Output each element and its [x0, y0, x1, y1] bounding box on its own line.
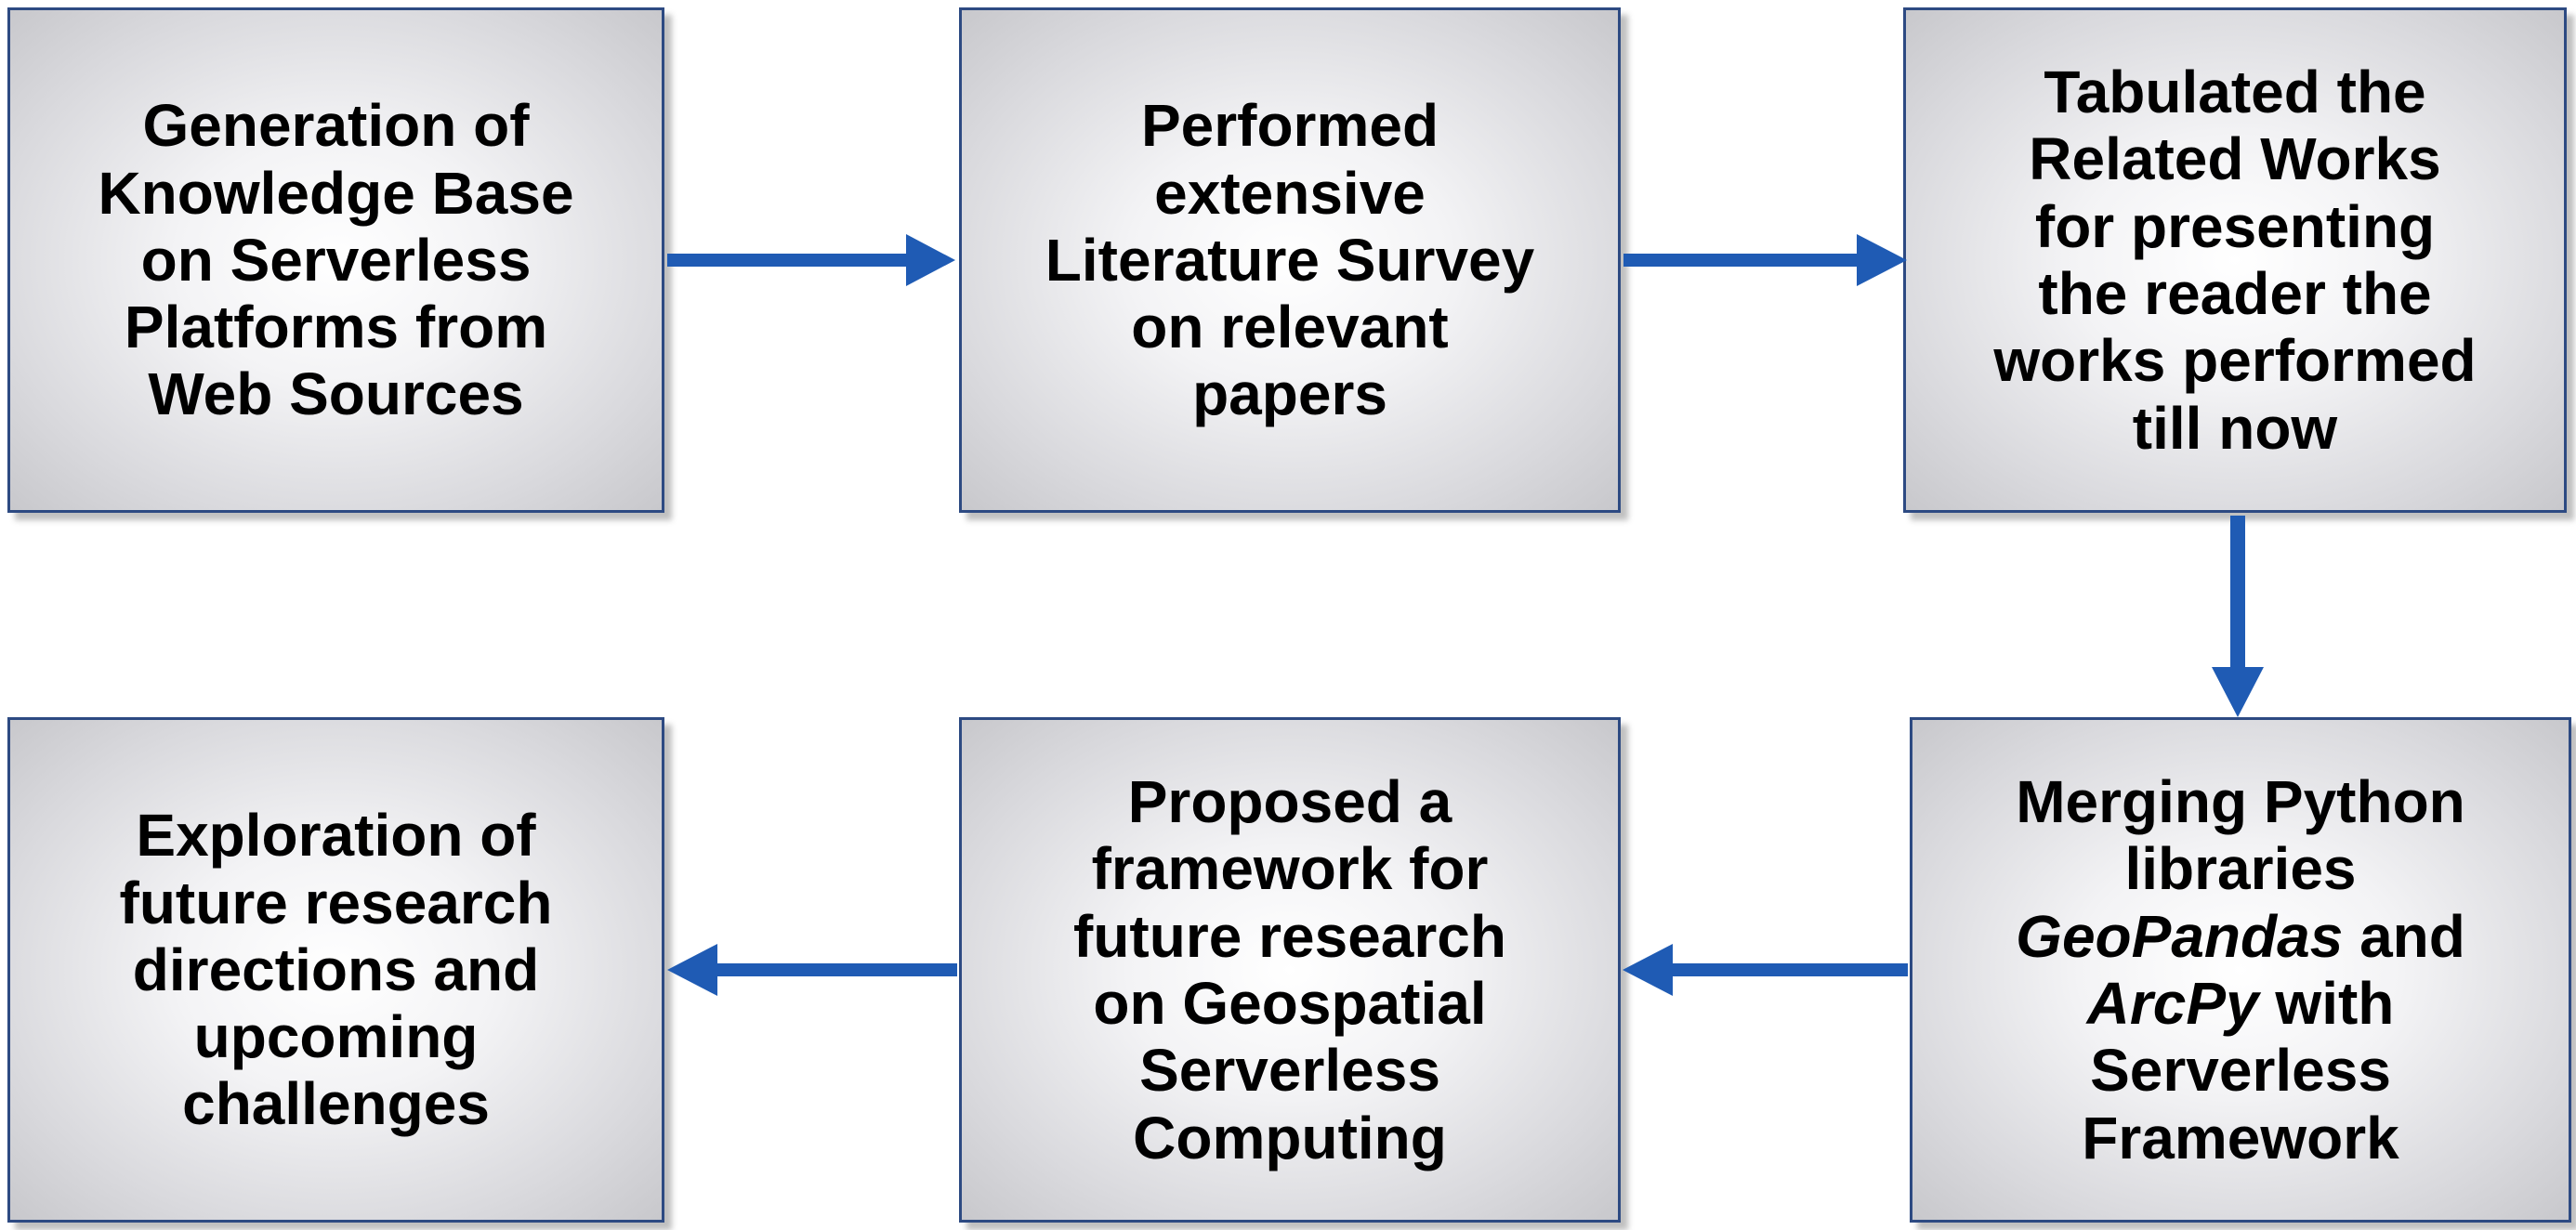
box-text-line: Performed [1140, 92, 1439, 160]
box-text-line: Generation of [142, 92, 530, 160]
geopandas-library-name: GeoPandas [2016, 902, 2344, 970]
box-text-line: future research [1073, 902, 1506, 970]
box-text-line: Serverless [2090, 1037, 2391, 1105]
box-text-line: challenges [182, 1070, 490, 1138]
step-exploration-future-research-text: Exploration of future research direction… [101, 802, 572, 1138]
box-text-line: Tabulated the [2044, 59, 2426, 126]
box-text-line: Exploration of [136, 802, 536, 870]
box-text-line: directions and [132, 936, 540, 1003]
step-generation-knowledge-base-box: Generation of Knowledge Base on Serverle… [7, 7, 664, 513]
arrow-head [906, 234, 955, 286]
step-proposed-framework-text: Proposed a framework for future research… [1055, 768, 1525, 1171]
box-text-line: papers [1192, 360, 1387, 428]
box-text-line: libraries [2124, 835, 2357, 903]
step-literature-survey-text: Performed extensive Literature Survey on… [1027, 92, 1553, 428]
arrow-step5-to-step6 [667, 944, 957, 996]
box-text-line: Literature Survey [1045, 226, 1535, 294]
box-text-line: on Serverless [140, 226, 532, 294]
arrow-step3-to-step4 [2212, 516, 2264, 717]
step-generation-knowledge-base-text: Generation of Knowledge Base on Serverle… [79, 92, 592, 428]
box-text-line: ArcPy with [2016, 970, 2465, 1037]
box-text-line: framework for [1091, 835, 1489, 903]
arrow-head [1623, 944, 1673, 996]
box-text-line: upcoming [193, 1003, 479, 1071]
box-text-line: Web Sources [148, 360, 524, 428]
box-text-line: Related Works [2029, 125, 2441, 193]
arrow-head [2212, 667, 2264, 717]
step-merging-python-libraries-box: Merging Python libraries GeoPandas and A… [1910, 717, 2571, 1223]
box-text-line: Merging Python [2016, 768, 2465, 836]
box-text-line: Computing [1133, 1104, 1447, 1171]
box-text-fragment: with [2258, 970, 2395, 1037]
box-text-line: on Geospatial [1093, 970, 1487, 1037]
box-text-line: works performed [1993, 327, 2477, 395]
box-text-line: on relevant [1131, 294, 1449, 361]
step-literature-survey-box: Performed extensive Literature Survey on… [959, 7, 1621, 513]
box-text-line: GeoPandas and [2016, 903, 2465, 970]
box-text-line: for presenting [2034, 192, 2436, 260]
step-tabulated-related-works-text: Tabulated the Related Works for presenti… [1975, 59, 2494, 462]
box-text-line: till now [2132, 394, 2338, 462]
arrow-step4-to-step5 [1623, 944, 1908, 996]
arrow-step1-to-step2 [667, 234, 955, 286]
step-tabulated-related-works-box: Tabulated the Related Works for presenti… [1903, 7, 2567, 513]
box-text-line: extensive [1154, 159, 1426, 227]
box-text-fragment: and [2343, 902, 2465, 970]
step-exploration-future-research-box: Exploration of future research direction… [7, 717, 664, 1223]
box-text-line: Serverless [1139, 1037, 1440, 1105]
arrow-step2-to-step3 [1623, 234, 1907, 286]
box-text-line: Platforms from [124, 294, 548, 361]
arcpy-library-name: ArcPy [2086, 970, 2259, 1037]
arrow-head [1857, 234, 1907, 286]
step-proposed-framework-box: Proposed a framework for future research… [959, 717, 1621, 1223]
step-merging-python-libraries-text: Merging Python libraries GeoPandas and A… [1997, 768, 2484, 1171]
box-text-line: the reader the [2038, 260, 2432, 327]
box-text-line: Framework [2082, 1104, 2399, 1171]
box-text-line: Knowledge Base [98, 159, 574, 227]
box-text-line: future research [119, 869, 553, 936]
arrow-head [667, 944, 717, 996]
box-text-line: Proposed a [1127, 768, 1452, 836]
